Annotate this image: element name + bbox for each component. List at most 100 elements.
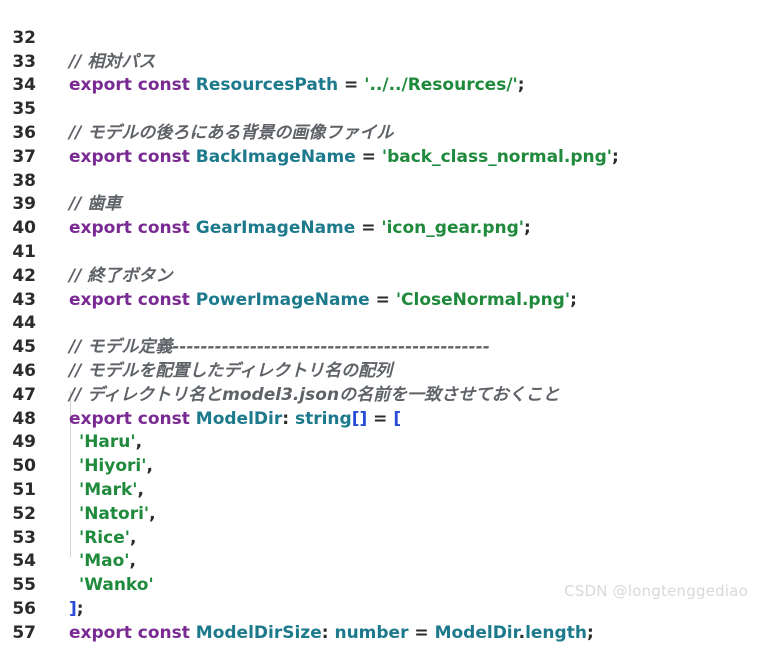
line-number: 48 [12,408,36,429]
comment: // 相対パス [69,51,156,72]
code-line: 50 'Mark', [0,431,762,500]
punctuation: : [282,408,295,429]
string-literal: 'Haru' [79,432,136,453]
line-number: 33 [12,51,36,72]
type-name: number [334,622,409,643]
keyword: export const [69,622,196,643]
watermark: CSDN @longtenggediao [564,582,748,600]
line-number: 57 [12,622,36,643]
code-line: 41 // 終了ボタン [0,217,762,286]
code-line: 48 'Haru', [0,384,762,453]
code-line: 46 // ディレクトリ名とmodel3.jsonの名前を一致させておくこと [0,336,762,405]
string-literal: 'Mao' [79,551,130,572]
line-number: 43 [12,289,36,310]
code-line: 53 'Mao', [0,503,762,572]
keyword: export const [69,289,196,310]
comment: // モデルを配置したディレクトリ名の配列 [69,360,393,381]
operator: = [355,218,382,239]
code-line: 34 [0,51,762,95]
identifier: GearImageName [195,218,356,239]
string-literal: 'Rice' [79,527,130,548]
type-name: string [294,408,352,429]
punctuation: , [135,432,143,453]
comment: // モデルの後ろにある背景の画像ファイル [69,122,394,143]
keyword: export const [69,408,196,429]
identifier: ResourcesPath [195,75,339,96]
operator: = [338,75,365,96]
identifier: ModelDirSize [195,622,322,643]
line-number: 35 [12,99,36,120]
keyword: export const [69,146,196,167]
code-line: 54 'Wanko' [0,527,762,595]
line-number: 37 [12,146,36,167]
line-number: 46 [12,360,36,381]
string-literal: 'Hiyori' [79,456,147,477]
punctuation: ; [524,218,531,239]
punctuation: ; [570,289,577,310]
string-literal: 'Mark' [79,479,138,500]
line-number: 44 [12,313,36,334]
code-line: 43 [0,265,762,310]
string-literal: '../../Resources/' [364,75,518,96]
keyword: export const [69,75,196,96]
code-line: 51 'Natori', [0,455,762,524]
line-number: 55 [12,575,36,596]
code-line: 37 [0,122,762,167]
comment: // ディレクトリ名とmodel3.jsonの名前を一致させておくこと [69,384,560,405]
punctuation: , [129,551,136,572]
identifier: BackImageName [195,146,356,167]
code-line: 47 export const ModelDir: string[] = [ [0,360,762,429]
comment: // 歯車 [69,194,122,215]
identifier: ModelDir [434,622,519,643]
line-number: 42 [12,265,36,286]
identifier: ModelDir [195,408,283,429]
line-number: 51 [12,479,36,500]
comment: // モデル定義--------------------------------… [69,337,490,358]
string-literal: 'CloseNormal.png' [395,289,571,310]
punctuation: , [129,527,137,548]
code-line: 32 // 相対パス [0,3,762,72]
code-line: 42 export const PowerImageName = 'CloseN… [0,241,762,310]
string-literal: 'back_class_normal.png' [381,146,612,167]
operator: = [369,289,396,310]
operator: = [408,622,435,643]
code-line: 49 'Hiyori', [0,408,762,476]
line-number: 40 [12,218,36,239]
indent-guide [70,391,71,557]
string-literal: 'Natori' [79,503,150,524]
bracket: [] [351,408,368,429]
line-number: 45 [12,337,36,358]
line-number: 32 [12,27,36,48]
line-number: 41 [12,241,36,262]
string-literal: 'Wanko' [79,575,154,596]
string-literal: 'icon_gear.png' [381,218,525,239]
punctuation: ; [611,146,619,167]
code-line: 35 // モデルの後ろにある背景の画像ファイル [0,74,762,143]
code-line: 36 export const BackImageName = 'back_cl… [0,98,762,167]
line-number: 49 [12,432,36,453]
comment: // 終了ボタン [69,265,173,286]
code-line: 44 // モデル定義-----------------------------… [0,289,762,357]
line-number: 50 [12,456,36,477]
code-line: 45 // モデルを配置したディレクトリ名の配列 [0,312,762,381]
line-number: 34 [12,75,36,96]
code-line: 38 // 歯車 [0,146,762,215]
line-number: 38 [12,170,36,191]
punctuation: , [149,503,156,524]
code-editor[interactable]: 32 // 相対パス 33 export const ResourcesPath… [0,3,762,643]
operator: = [355,146,382,167]
punctuation: , [146,456,153,477]
line-number: 52 [12,503,36,524]
punctuation: ; [517,75,525,96]
punctuation: : [321,622,335,643]
line-number: 54 [12,551,36,572]
code-line: 40 [0,193,762,238]
bracket: ] [69,598,77,619]
operator: = [367,408,394,429]
line-number: 47 [12,384,36,405]
punctuation: , [137,479,144,500]
punctuation: ; [76,598,84,619]
code-line: 52 'Rice', [0,479,762,548]
line-number: 36 [12,122,36,143]
identifier: PowerImageName [195,289,370,310]
